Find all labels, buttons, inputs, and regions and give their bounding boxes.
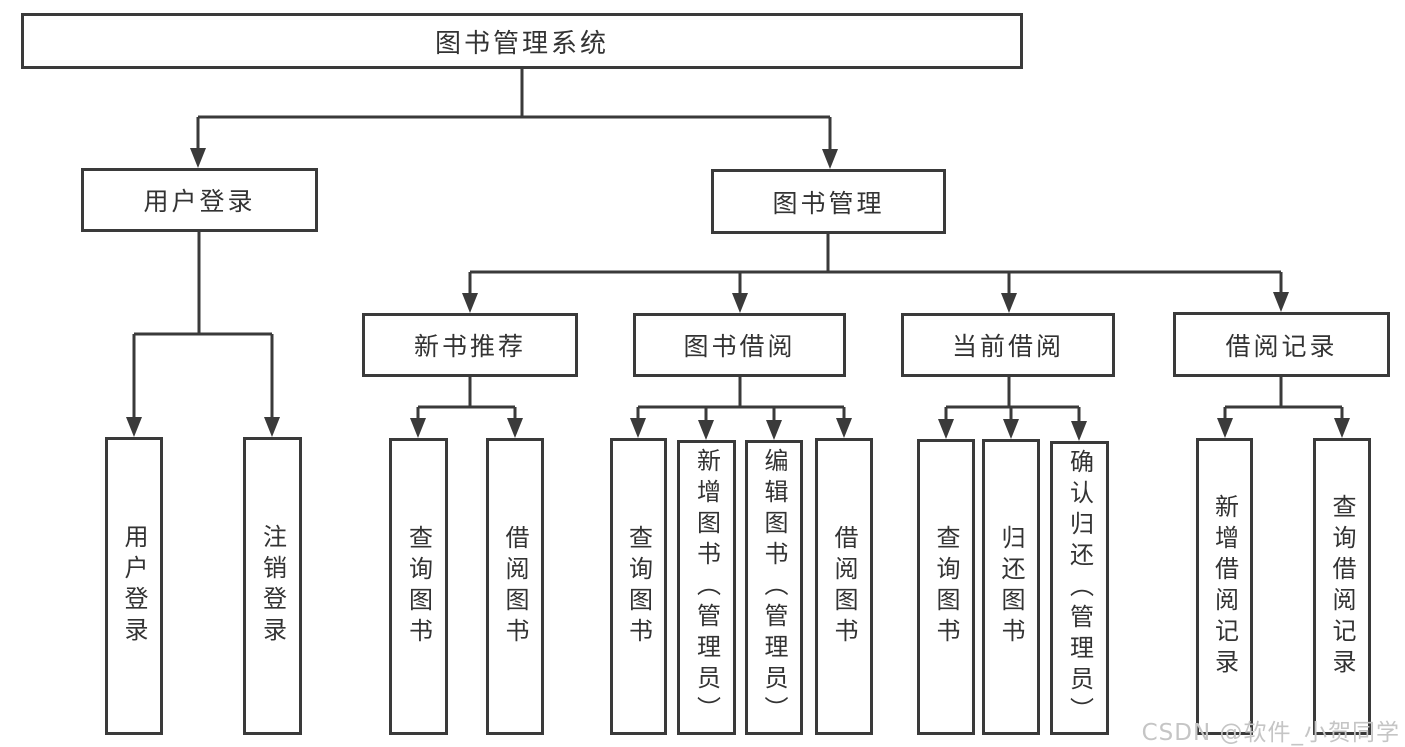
node-label: 用户登录	[143, 187, 256, 216]
node-new-book-recommend: 新书推荐	[362, 313, 578, 377]
connector-current-borrowing-split	[938, 377, 1087, 441]
leaf-query-books-borrowing: 查询图书	[610, 438, 667, 735]
node-label: 查询借阅记录	[1328, 493, 1356, 680]
node-label: 图书管理	[772, 188, 885, 218]
leaf-add-books-admin: 新增图书（管理员）	[677, 440, 736, 735]
leaf-query-books-current: 查询图书	[917, 439, 975, 735]
leaf-borrow-books-recommend: 借阅图书	[486, 438, 544, 735]
node-label: 新增图书（管理员）	[692, 448, 721, 727]
node-label: 确认归还（管理员）	[1065, 448, 1094, 728]
node-label: 借阅图书	[501, 524, 529, 649]
node-label: 图书管理系统	[434, 28, 609, 59]
node-label: 借阅记录	[1225, 331, 1338, 361]
node-label: 新增借阅记录	[1210, 493, 1239, 680]
node-label: 编辑图书（管理员）	[760, 448, 788, 727]
leaf-confirm-return-admin: 确认归还（管理员）	[1050, 441, 1109, 735]
node-label: 新书推荐	[413, 332, 526, 361]
node-label: 查询图书	[404, 524, 433, 649]
node-root: 图书管理系统	[21, 13, 1023, 69]
leaf-add-borrow-record: 新增借阅记录	[1196, 438, 1253, 735]
leaf-query-borrow-record: 查询借阅记录	[1313, 438, 1371, 735]
leaf-return-books: 归还图书	[982, 439, 1040, 735]
node-borrowing-records: 借阅记录	[1173, 312, 1390, 377]
node-user-login: 用户登录	[81, 168, 318, 232]
connector-book-borrowing-split	[630, 377, 852, 440]
connector-book-management-split	[462, 234, 1289, 313]
node-label: 查询图书	[932, 525, 960, 649]
node-label: 查询图书	[624, 524, 653, 649]
connector-borrowing-records-split	[1217, 377, 1350, 438]
connector-new-book-split	[410, 377, 523, 438]
node-label: 用户登录	[120, 524, 148, 648]
connector-user-login-split	[126, 232, 280, 437]
leaf-user-login: 用户登录	[105, 437, 163, 735]
csdn-watermark: CSDN @软件_小贺同学	[1141, 720, 1400, 746]
node-book-management: 图书管理	[711, 169, 946, 234]
node-current-borrowing: 当前借阅	[901, 313, 1115, 377]
node-label: 借阅图书	[830, 524, 858, 649]
node-label: 注销登录	[258, 524, 287, 648]
leaf-query-books-recommend: 查询图书	[389, 438, 448, 735]
leaf-edit-books-admin: 编辑图书（管理员）	[745, 440, 803, 735]
node-label: 图书借阅	[683, 332, 796, 361]
leaf-borrow-books-borrowing: 借阅图书	[815, 438, 873, 735]
node-label: 归还图书	[997, 525, 1025, 649]
connector-root-split	[190, 69, 838, 169]
node-book-borrowing: 图书借阅	[633, 313, 846, 377]
leaf-logout: 注销登录	[243, 437, 302, 735]
node-label: 当前借阅	[951, 332, 1064, 361]
